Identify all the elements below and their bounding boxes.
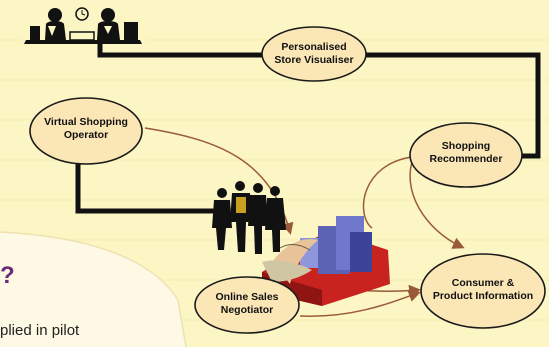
- node-recommender-line1: Shopping: [441, 140, 491, 152]
- question-mark: ?: [0, 262, 15, 289]
- node-operator: Virtual Shopping Operator: [44, 116, 128, 142]
- node-negotiator-shape: [194, 276, 300, 334]
- background-swoosh: [0, 232, 186, 347]
- node-visualiser: Personalised Store Visualiser: [274, 41, 353, 67]
- node-visualiser-line1: Personalised: [281, 41, 347, 53]
- connector-visualiser-to-recommender: [366, 52, 541, 159]
- people-group-clipart: [212, 181, 286, 254]
- node-recommender-shape: [409, 122, 523, 188]
- node-operator-shape: [29, 97, 143, 165]
- connector-meeting-to-visualiser: [97, 42, 262, 58]
- node-consumer-line2: Product Information: [432, 290, 534, 302]
- node-operator-line2: Operator: [63, 129, 109, 141]
- connector-operator-to-group: [75, 163, 218, 214]
- connectors: [75, 42, 541, 214]
- node-consumer: Consumer & Product Information: [433, 277, 533, 303]
- arrow-negotiator-to-consumer: [299, 290, 421, 317]
- node-recommender-line2: Recommender: [429, 153, 503, 165]
- node-visualiser-shape: [261, 26, 367, 82]
- node-recommender: Shopping Recommender: [430, 140, 503, 166]
- node-negotiator: Online Sales Negotiator: [215, 291, 278, 317]
- node-negotiator-line1: Online Sales: [215, 291, 279, 303]
- node-consumer-line1: Consumer &: [451, 277, 515, 289]
- business-meeting-clipart: [22, 6, 146, 44]
- node-visualiser-line2: Store Visualiser: [274, 54, 354, 66]
- background-swoosh-edge: [0, 231, 187, 347]
- node-negotiator-line2: Negotiator: [220, 304, 274, 316]
- node-operator-line1: Virtual Shopping: [44, 116, 128, 128]
- nodes: [29, 26, 546, 334]
- arrow-recommender-to-group: [362, 155, 421, 229]
- arrow-recommender-to-consumer: [409, 155, 465, 249]
- node-consumer-shape: [420, 253, 546, 329]
- partial-text-line: plied in pilot: [0, 322, 80, 339]
- online-store-clipart: [262, 216, 390, 306]
